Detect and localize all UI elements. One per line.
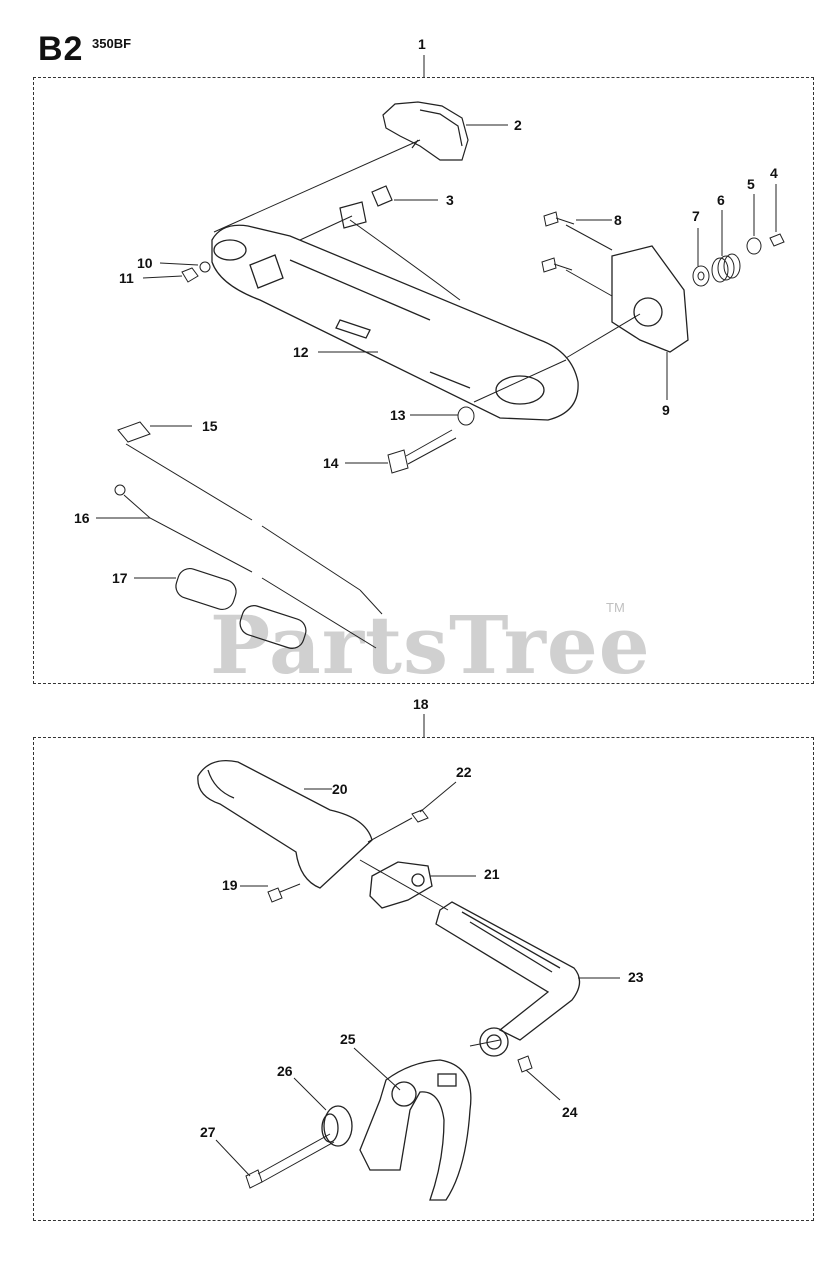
callout-5: 5 [747,176,755,192]
group-number-upper: 1 [418,36,426,52]
axis-line-f [473,359,567,403]
bracket-part [611,245,689,353]
cable-16 [114,484,377,649]
axis-line-e [565,269,613,297]
washer-5 [746,237,762,255]
clamp-housing-25 [359,1059,472,1201]
bolt-14 [387,429,457,474]
lower-assembly-box [33,737,814,1221]
clamp-21 [369,861,433,909]
callout-13: 13 [390,407,406,423]
washer-10 [199,261,211,273]
knob-26 [321,1105,353,1147]
callout-25: 25 [340,1031,356,1047]
washer-7 [692,265,710,287]
handle-body [211,224,579,421]
callout-6: 6 [717,192,725,208]
leader-27 [215,1139,251,1177]
washer-13 [457,406,475,426]
screws-8 [541,211,575,273]
nut-24 [517,1055,533,1073]
callout-16: 16 [74,510,90,526]
callout-26: 26 [277,1063,293,1079]
group-number-lower: 18 [413,696,429,712]
switch-part [339,185,393,229]
nut-4 [769,233,785,247]
callout-14: 14 [323,455,339,471]
axis-line-c [565,313,641,359]
axis-line-g [367,817,413,843]
leader-26 [293,1077,327,1111]
springs-17 [175,567,307,649]
watermark-tm: TM [606,600,625,615]
callout-12: 12 [293,344,309,360]
callout-11: 11 [119,270,134,286]
callout-9: 9 [662,402,670,418]
callout-24: 24 [562,1104,578,1120]
cable-15 [117,421,383,615]
bolt-27 [245,1133,335,1189]
callout-19: 19 [222,877,238,893]
callout-3: 3 [446,192,454,208]
axis-line-d [565,224,613,251]
axis-line-i [469,1039,501,1047]
spring-6 [711,253,741,283]
callout-22: 22 [456,764,472,780]
loop-handle-23 [435,901,581,1057]
callout-27: 27 [200,1124,216,1140]
leader-25 [353,1047,401,1091]
axis-line-a [213,139,421,233]
upper-assembly-box [33,77,814,684]
axis-line-h [359,859,449,911]
page-code: B2 [38,30,84,68]
callout-15: 15 [202,418,218,434]
callout-17: 17 [112,570,128,586]
leader-10 [159,262,199,266]
callout-4: 4 [770,165,778,181]
callout-20: 20 [332,781,348,797]
callout-2: 2 [514,117,522,133]
wire-trace [349,219,461,301]
callout-10: 10 [137,255,153,271]
callout-8: 8 [614,212,622,228]
callout-7: 7 [692,208,700,224]
leader-11 [142,275,183,279]
grip-20 [197,759,373,889]
nut-11 [181,267,199,283]
screw-19 [267,883,301,903]
model-number: 350BF [92,36,132,51]
nut-22 [411,809,429,823]
callout-23: 23 [628,969,644,985]
leader-24 [525,1069,561,1101]
callout-21: 21 [484,866,500,882]
leader-22 [419,781,457,813]
watermark: PartsTree [210,598,651,692]
axis-line-b [299,215,353,241]
